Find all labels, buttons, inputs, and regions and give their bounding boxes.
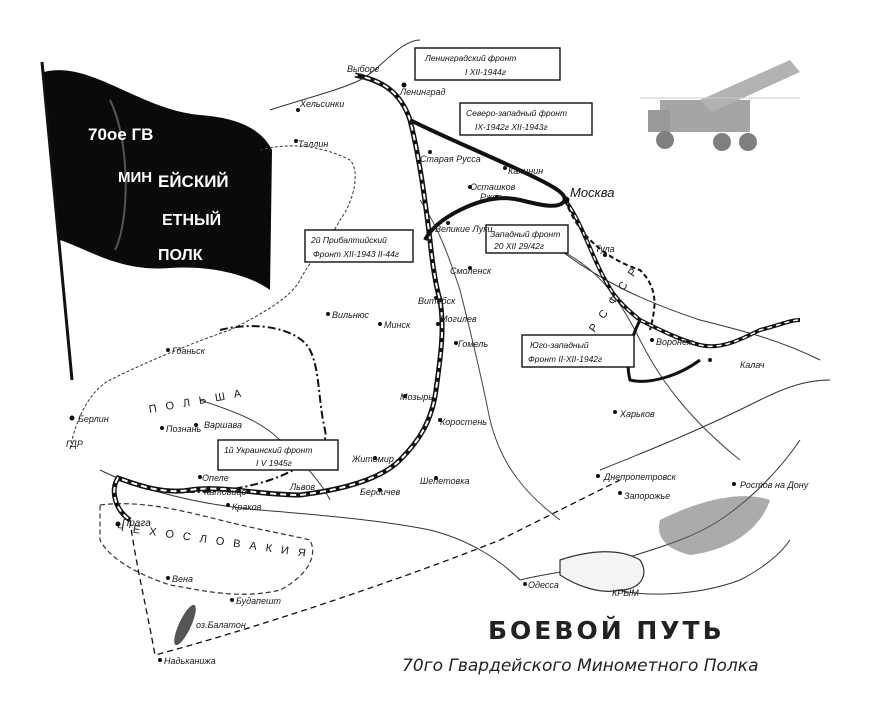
flag-line-3: ЕЙСКИЙ <box>158 172 229 191</box>
city-shepetovka: Шепетовка <box>420 476 470 486</box>
svg-text:IX-1942г XII-1943г: IX-1942г XII-1943г <box>475 122 548 132</box>
czech-border <box>99 503 314 595</box>
svg-text:Западный фронт: Западный фронт <box>490 229 560 239</box>
city-staraya-russa: Старая Русса <box>420 154 481 164</box>
flag-line-4: ЕТНЫЙ <box>162 210 221 229</box>
flag-line-2: МИН <box>118 169 152 186</box>
flag-fold <box>109 99 127 251</box>
svg-text:Фронт XII-1943 II-44г: Фронт XII-1943 II-44г <box>313 249 399 259</box>
city-poznan: Познань <box>166 424 202 434</box>
city-odessa: Одесса <box>528 580 559 590</box>
front-box-leningrad: Ленинградский фронт I XII-1944г <box>414 47 561 81</box>
svg-text:I XII-1944г: I XII-1944г <box>465 67 506 77</box>
city-berdichev: Бердичев <box>360 487 401 497</box>
svg-text:Юго-западный: Юго-западный <box>530 340 589 350</box>
front-box-1st-ukrainian: 1й Украинский фронт I V 1945г <box>217 439 339 471</box>
regiment-flag <box>44 70 272 290</box>
front-box-2nd-baltic: 2й Прибалтийский Фронт XII-1943 II-44г <box>304 229 414 263</box>
city-mozyr: Мозырь <box>400 392 433 402</box>
flag-pole <box>40 61 74 381</box>
final-route <box>129 479 621 656</box>
front-box-southwest: Юго-западный Фронт II-XII-1942г <box>521 334 635 368</box>
city-tula: Тула <box>595 244 615 254</box>
city-vyborg: Выборг <box>347 64 380 74</box>
katyusha-truck-icon <box>640 60 800 151</box>
city-vilnius: Вильнюс <box>332 310 370 320</box>
city-velikie-luki: Великие Луки <box>435 224 492 234</box>
svg-text:I V 1945г: I V 1945г <box>256 458 292 468</box>
crimea-peninsula <box>559 551 645 592</box>
city-moscow: Москва <box>570 185 614 200</box>
city-vitebsk: Витебск <box>418 296 456 306</box>
city-rzhev: Ржев <box>480 192 502 202</box>
country-gdr: ГДР <box>66 439 83 449</box>
city-tallinn: Таллин <box>298 139 328 149</box>
flag-line-5: ПОЛК <box>158 247 203 264</box>
city-voronezh: Воронеж <box>656 337 694 347</box>
geography <box>69 39 831 595</box>
svg-text:2й Прибалтийский: 2й Прибалтийский <box>310 235 387 245</box>
city-markers <box>69 73 736 662</box>
svg-text:Ленинградский фронт: Ленинградский фронт <box>424 53 516 63</box>
svg-text:20 XII 29/42г: 20 XII 29/42г <box>493 241 544 251</box>
city-mogilev: Могилев <box>440 314 477 324</box>
city-warsaw: Варшава <box>204 420 242 430</box>
city-zaporozhye: Запорожье <box>624 491 670 501</box>
city-krakow: Краков <box>232 502 262 512</box>
city-gomel: Гомель <box>458 339 488 349</box>
lake-balaton-label: оз.Балатон <box>196 620 246 630</box>
city-zhitomir: Житомир <box>351 454 394 464</box>
city-kalinin: Калинин <box>508 166 543 176</box>
svg-text:Фронт II-XII-1942г: Фронт II-XII-1942г <box>528 354 602 364</box>
city-budapest: Будапешт <box>236 596 281 606</box>
city-kalach: Калач <box>740 360 765 370</box>
map-subtitle: 70го Гвардейского Минометного Полка <box>402 656 759 676</box>
front-box-northwest: Северо-западный фронт IX-1942г XII-1943г <box>459 102 593 136</box>
city-vena: Вена <box>172 574 193 584</box>
city-korosten: Коростень <box>440 417 487 427</box>
city-praha: Прага <box>122 518 151 529</box>
city-berlin: Берлин <box>78 414 109 424</box>
map-title: БОЕВОЙ ПУТЬ <box>488 616 725 645</box>
battle-route <box>111 72 801 523</box>
city-ostashkov: Осташков <box>470 182 516 192</box>
city-helsinki: Хельсинки <box>299 99 344 109</box>
city-nagykanizsa: Надьканижа <box>164 656 216 666</box>
flag-line-1: 70ое ГВ <box>88 125 153 144</box>
azov-sea <box>659 496 770 555</box>
city-katowice: Катовице <box>204 487 247 497</box>
region-crimea: КРЫМ <box>612 588 639 598</box>
country-poland: П О Л Ь Ш А <box>148 387 245 416</box>
city-gdansk: Гданьск <box>172 346 206 356</box>
svg-text:Северо-западный фронт: Северо-западный фронт <box>466 108 567 118</box>
city-smolensk: Смоленск <box>450 266 492 276</box>
lake-balaton <box>174 604 196 646</box>
city-dnepropetrovsk: Днепропетровск <box>603 472 677 482</box>
city-rostov: Ростов на Дону <box>740 480 809 490</box>
city-leningrad: Ленинград <box>399 87 446 97</box>
city-minsk: Минск <box>384 320 411 330</box>
svg-text:1й Украинский фронт: 1й Украинский фронт <box>224 445 312 455</box>
front-box-western: Западный фронт 20 XII 29/42г <box>485 224 569 254</box>
city-lvov: Львов <box>289 482 315 492</box>
city-kharkov: Харьков <box>619 409 655 419</box>
city-opole: Опеле <box>202 473 229 483</box>
